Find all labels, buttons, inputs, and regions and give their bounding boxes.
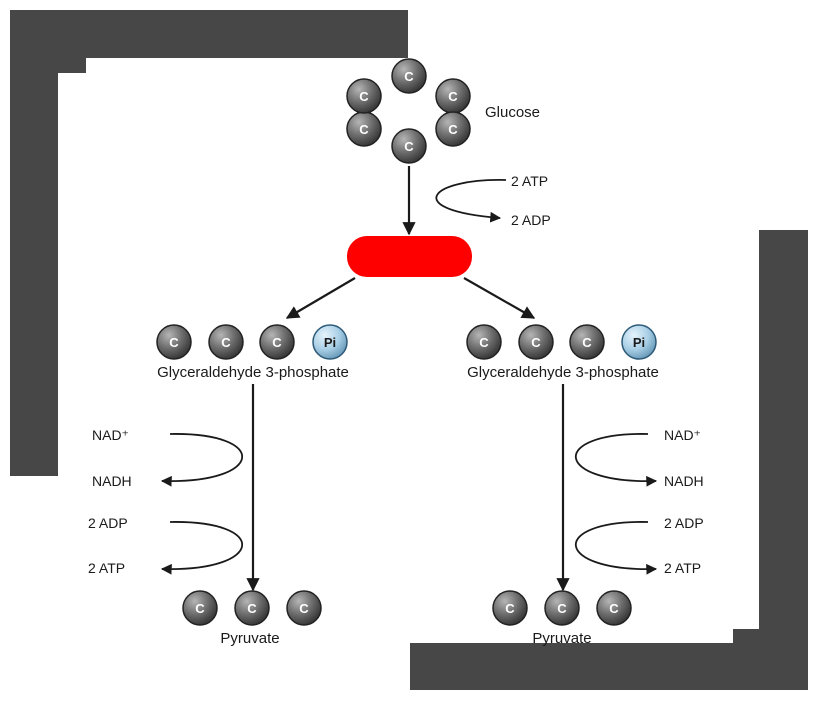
pyruvate-left-carbon-2-label: C bbox=[247, 601, 257, 616]
pyruvate-right-carbon-3-label: C bbox=[609, 601, 619, 616]
glucose-carbon-2-label: C bbox=[448, 89, 458, 104]
pyruvate-right-carbon-1-label: C bbox=[505, 601, 515, 616]
right-nadh-label: NADH bbox=[664, 473, 704, 489]
g3p-right-phosphate-label: Pi bbox=[633, 335, 645, 350]
pyruvate-right-carbon-3 bbox=[596, 590, 632, 626]
left-atp-label: 2 ATP bbox=[88, 560, 125, 576]
g3p-left-carbon-1-label: C bbox=[169, 335, 179, 350]
g3p-right-label: Glyceraldehyde 3-phosphate bbox=[467, 364, 659, 381]
right-adp-curve bbox=[574, 521, 658, 575]
right-nad-label: NAD⁺ bbox=[664, 427, 701, 443]
pyruvate-left-carbon-3 bbox=[286, 590, 322, 626]
g3p-right-carbon-3 bbox=[569, 324, 605, 360]
redaction-block bbox=[347, 236, 472, 277]
pyruvate-left-carbon-1-label: C bbox=[195, 601, 205, 616]
frame-top-left bbox=[10, 10, 408, 476]
frame-bottom-right-shape bbox=[410, 230, 808, 690]
g3p-left-carbon-2-label: C bbox=[221, 335, 231, 350]
g3p-left-carbon-3-label: C bbox=[272, 335, 282, 350]
glucose-carbon-1-label: C bbox=[404, 69, 414, 84]
pyruvate-left-carbon-1 bbox=[182, 590, 218, 626]
g3p-right-carbon-1 bbox=[466, 324, 502, 360]
g3p-right-carbon-3-label: C bbox=[582, 335, 592, 350]
adp-out-label: 2 ADP bbox=[511, 212, 551, 228]
pyruvate-right-carbon-2 bbox=[544, 590, 580, 626]
right-nad-curve bbox=[574, 433, 658, 487]
frame-bottom-right bbox=[410, 230, 808, 690]
right-atp-label: 2 ATP bbox=[664, 560, 701, 576]
split-arrow-right bbox=[463, 277, 536, 319]
g3p-right-carbon-2 bbox=[518, 324, 554, 360]
g3p-left-label: Glyceraldehyde 3-phosphate bbox=[157, 364, 349, 381]
pyruvate-right-molecule: C C C bbox=[492, 590, 632, 626]
g3p-right-phosphate bbox=[621, 324, 657, 360]
glucose-carbon-1 bbox=[391, 58, 427, 94]
g3p-right-carbon-2-label: C bbox=[531, 335, 541, 350]
g3p-left-carbon-2 bbox=[208, 324, 244, 360]
glucose-carbon-3 bbox=[435, 111, 471, 147]
g3p-left-carbon-3 bbox=[259, 324, 295, 360]
right-adp-label: 2 ADP bbox=[664, 515, 704, 531]
left-nad-label: NAD⁺ bbox=[92, 427, 129, 443]
glucose-carbon-6-label: C bbox=[359, 89, 369, 104]
glucose-carbon-5-label: C bbox=[359, 122, 369, 137]
glucose-molecule: C C C C C C bbox=[346, 58, 471, 164]
g3p-right-carbon-1-label: C bbox=[479, 335, 489, 350]
glucose-carbon-3-label: C bbox=[448, 122, 458, 137]
g3p-left-phosphate-label: Pi bbox=[324, 335, 336, 350]
pyruvate-left-carbon-2 bbox=[234, 590, 270, 626]
atp-in-label: 2 ATP bbox=[511, 173, 548, 189]
glucose-label: Glucose bbox=[485, 104, 540, 121]
pyruvate-left-molecule: C C C bbox=[182, 590, 322, 626]
g3p-left-phosphate bbox=[312, 324, 348, 360]
g3p-left-molecule: C C C Pi bbox=[156, 324, 348, 360]
glucose-carbon-6 bbox=[346, 78, 382, 114]
pyruvate-right-label: Pyruvate bbox=[532, 630, 591, 647]
pyruvate-left-label: Pyruvate bbox=[220, 630, 279, 647]
glucose-carbon-4-label: C bbox=[404, 139, 414, 154]
g3p-right-molecule: C C C Pi bbox=[466, 324, 657, 360]
left-nad-curve bbox=[160, 433, 244, 487]
left-nadh-label: NADH bbox=[92, 473, 132, 489]
pyruvate-right-carbon-1 bbox=[492, 590, 528, 626]
split-arrow-left bbox=[285, 277, 356, 319]
left-adp-curve bbox=[160, 521, 244, 575]
pyruvate-right-carbon-2-label: C bbox=[557, 601, 567, 616]
glucose-carbon-4 bbox=[391, 128, 427, 164]
left-adp-label: 2 ADP bbox=[88, 515, 128, 531]
frame-top-left-shape bbox=[10, 10, 408, 476]
g3p-left-carbon-1 bbox=[156, 324, 192, 360]
atp-adp-curve bbox=[435, 179, 507, 223]
pyruvate-left-carbon-3-label: C bbox=[299, 601, 309, 616]
